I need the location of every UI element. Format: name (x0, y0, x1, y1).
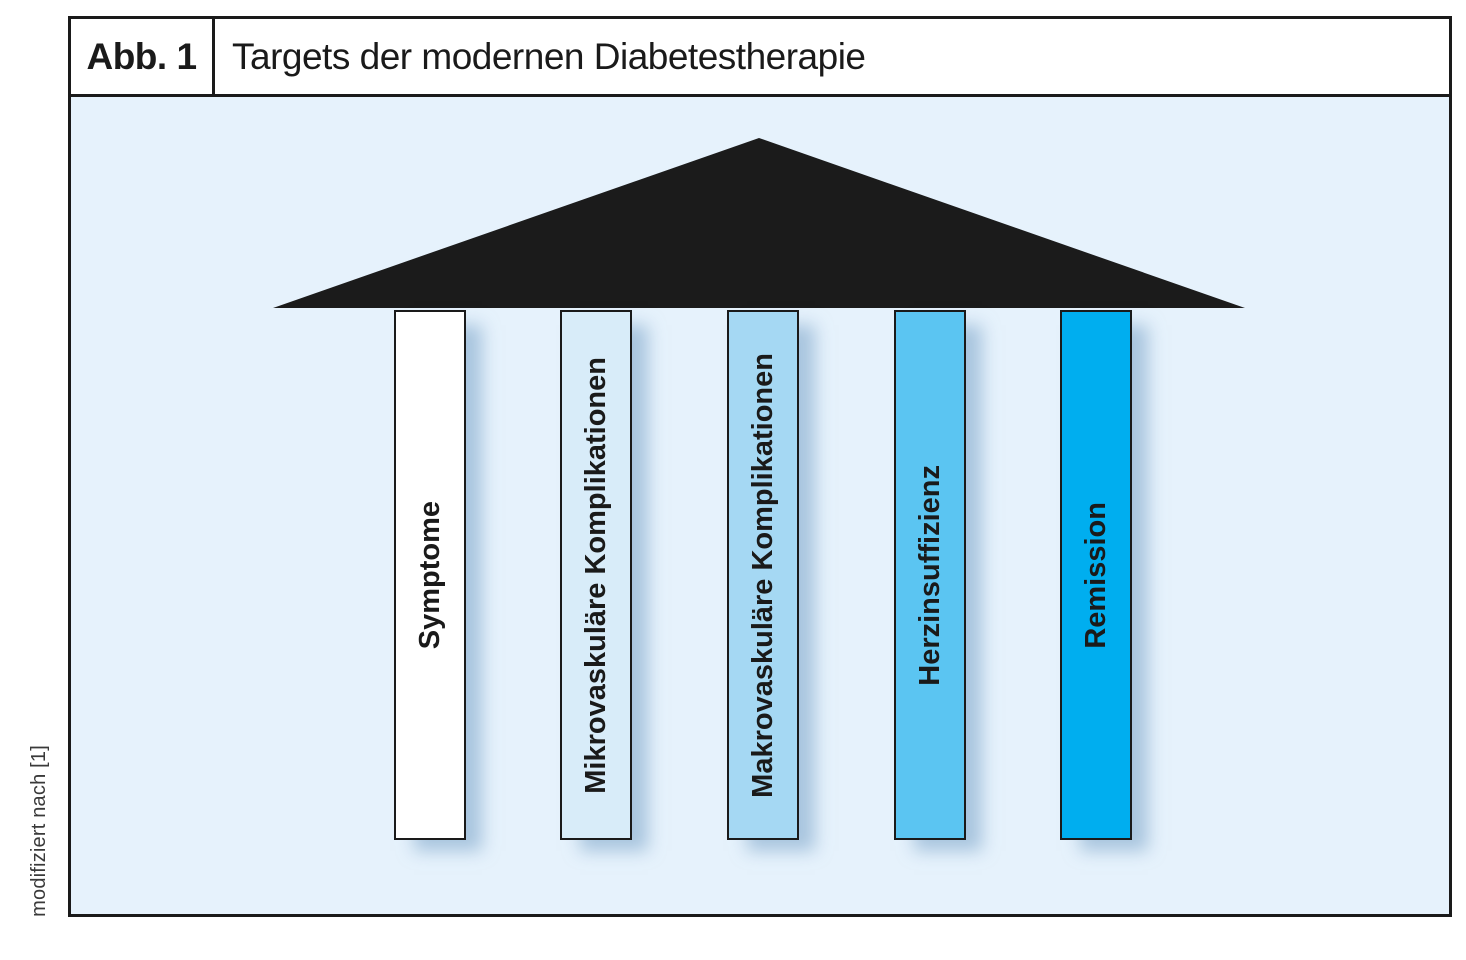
pillar-mikrovaskulaere-komplikationen: Mikrovaskuläre Komplikationen (560, 310, 632, 840)
figure-box: Abb. 1 Targets der modernen Diabetesther… (68, 16, 1452, 917)
pillar-herzinsuffizienz: Herzinsuffizienz (894, 310, 966, 840)
pillar-mikrovaskulaere-komplikationen-label: Mikrovaskuläre Komplikationen (579, 356, 612, 794)
temple-roof (273, 138, 1245, 308)
pillar-remission: Remission (1060, 310, 1132, 840)
roof-triangle-icon (273, 138, 1245, 308)
pillar-symptome-label: Symptome (413, 500, 446, 650)
pillar-makrovaskulaere-komplikationen-label: Makrovaskuläre Komplikationen (746, 352, 779, 798)
pillar-remission-label: Remission (1079, 501, 1112, 649)
figure-title: Targets der modernen Diabetestherapie (232, 35, 866, 77)
pillar-makrovaskulaere-komplikationen: Makrovaskuläre Komplikationen (727, 310, 799, 840)
diagram-area: Symptome Mikrovaskuläre Komplikationen M… (71, 97, 1449, 914)
source-note: modifiziert nach [1] (28, 745, 50, 917)
figure-label: Abb. 1 (71, 19, 215, 94)
pillar-herzinsuffizienz-label: Herzinsuffizienz (913, 464, 946, 686)
figure-header: Abb. 1 Targets der modernen Diabetesther… (71, 19, 1449, 97)
pillar-symptome: Symptome (394, 310, 466, 840)
